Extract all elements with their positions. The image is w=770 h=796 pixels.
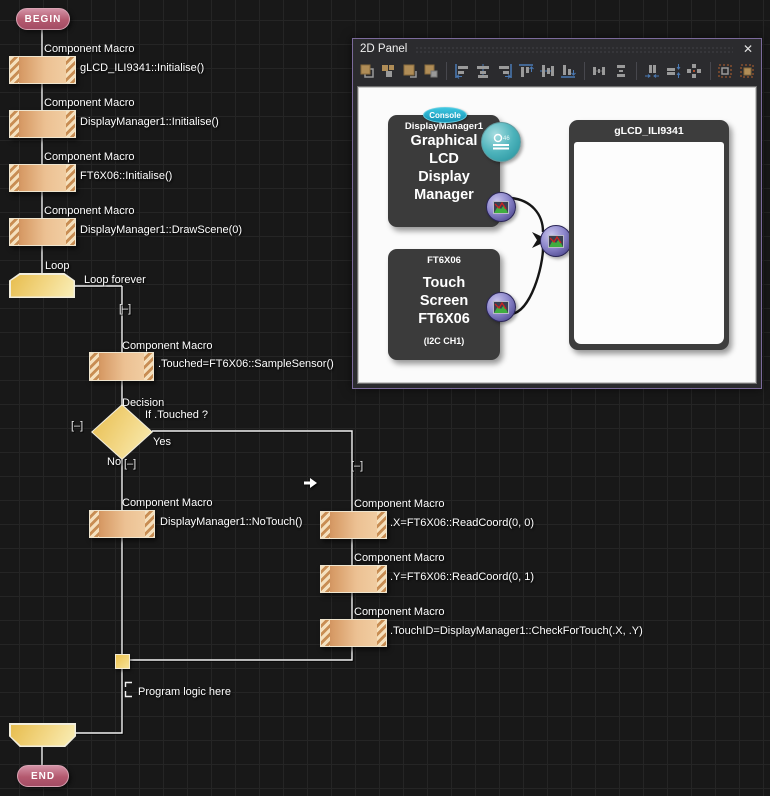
send-to-back-icon[interactable] <box>378 60 398 82</box>
decision-no-label: No <box>107 456 122 468</box>
toolbar-separator <box>709 61 711 80</box>
panel-canvas[interactable]: Console DisplayManager1 Graphical LCD Di… <box>358 87 756 383</box>
2d-panel-titlebar[interactable]: 2D Panel ✕ <box>353 39 761 57</box>
begin-label: BEGIN <box>24 13 62 25</box>
macro-call-text: DisplayManager1::NoTouch() <box>160 516 303 528</box>
align-left-icon[interactable] <box>452 60 472 82</box>
macro-readcoord-y[interactable] <box>320 565 387 593</box>
comment-text: Program logic here <box>138 686 231 698</box>
toolbar-separator <box>583 61 585 80</box>
comment-icon[interactable] <box>124 681 134 698</box>
panel-canvas-frame: Console DisplayManager1 Graphical LCD Di… <box>357 86 757 384</box>
align-top-icon[interactable] <box>516 60 536 82</box>
compress-vertical-icon[interactable] <box>663 60 683 82</box>
macro-readcoord-x[interactable] <box>320 511 387 539</box>
glcd-screen <box>574 142 724 344</box>
macro-call-text: DisplayManager1::DrawScene(0) <box>80 224 243 236</box>
bring-to-front-icon[interactable] <box>357 60 377 82</box>
macro-drawscene[interactable] <box>9 218 76 246</box>
macro-type-label: Component Macro <box>44 43 135 55</box>
selection-filled-icon[interactable] <box>737 60 757 82</box>
center-on-panel-icon[interactable] <box>684 60 704 82</box>
collapse-toggle-loop[interactable]: [–] <box>119 303 132 315</box>
compress-horizontal-icon[interactable] <box>642 60 662 82</box>
macro-type-label: Component Macro <box>354 552 445 564</box>
2d-panel-title: 2D Panel <box>360 42 408 55</box>
macro-displaymanager-initialise[interactable] <box>9 110 76 138</box>
console-badge[interactable]: Console <box>423 107 467 123</box>
macro-type-label: Component Macro <box>354 606 445 618</box>
component-title-line: LCD <box>429 151 459 167</box>
component-title-line: Graphical <box>410 133 478 149</box>
begin-terminal[interactable]: BEGIN <box>16 8 70 30</box>
macro-call-text: DisplayManager1::Initialise() <box>80 116 219 128</box>
loop-end-shape[interactable] <box>9 723 76 747</box>
collapse-toggle-decision[interactable]: [–] <box>71 420 84 432</box>
macro-type-label: Component Macro <box>44 97 135 109</box>
component-title-line: Manager <box>414 187 474 203</box>
align-bottom-icon[interactable] <box>558 60 578 82</box>
macro-type-label: Component Macro <box>122 340 213 352</box>
send-backward-icon[interactable] <box>421 60 441 82</box>
collapse-toggle-yes-branch[interactable]: [–] <box>351 460 364 472</box>
merge-connector[interactable] <box>115 654 130 669</box>
2d-panel-toolbar <box>353 57 761 84</box>
titlebar-grip-texture <box>415 46 733 53</box>
component-name: DisplayManager1 <box>404 121 484 132</box>
collapse-toggle-no-branch[interactable]: [–] <box>124 458 137 470</box>
component-title-line: Display <box>418 169 470 185</box>
decision-type-label: Decision <box>122 397 165 409</box>
svg-text:46: 46 <box>503 136 510 142</box>
macro-type-label: Component Macro <box>354 498 445 510</box>
component-glcd-display[interactable]: gLCD_ILI9341 <box>569 120 729 350</box>
loop-type-label: Loop <box>45 260 70 272</box>
macro-samplesensor[interactable] <box>89 352 154 381</box>
touch-output-port-icon[interactable] <box>486 292 516 322</box>
end-label: END <box>30 770 56 782</box>
macro-call-text: .X=FT6X06::ReadCoord(0, 0) <box>390 517 534 529</box>
macro-call-text: .Touched=FT6X06::SampleSensor() <box>158 358 334 370</box>
align-center-icon[interactable] <box>473 60 493 82</box>
end-terminal[interactable]: END <box>17 765 69 787</box>
component-title-line: Touch <box>422 275 466 291</box>
loop-text: Loop forever <box>84 274 146 286</box>
component-touch-screen[interactable]: FT6X06 Touch Screen FT6X06 (I2C CH1) <box>388 249 500 360</box>
component-subtitle: (I2C CH1) <box>423 336 465 346</box>
close-icon[interactable]: ✕ <box>742 41 753 56</box>
console-badge-label: Console <box>429 110 461 120</box>
glcd-title: gLCD_ILI9341 <box>614 125 684 137</box>
display-output-port-icon[interactable] <box>486 192 516 222</box>
bring-forward-icon[interactable] <box>400 60 420 82</box>
component-title-line: FT6X06 <box>418 311 470 327</box>
decision-condition-text: If .Touched ? <box>145 409 208 421</box>
insert-arrow-icon[interactable] <box>302 477 319 489</box>
distribute-horizontal-icon[interactable] <box>589 60 609 82</box>
macro-ft6x06-initialise[interactable] <box>9 164 76 192</box>
align-middle-icon[interactable] <box>537 60 557 82</box>
macro-call-text: .TouchID=DisplayManager1::CheckForTouch(… <box>390 625 643 637</box>
macro-call-text: FT6X06::Initialise() <box>80 170 173 182</box>
align-right-icon[interactable] <box>494 60 514 82</box>
loop-start-shape[interactable] <box>9 273 75 298</box>
selection-outline-icon[interactable] <box>715 60 735 82</box>
merged-display-port-icon[interactable] <box>540 225 572 257</box>
component-title-line: Screen <box>419 293 469 309</box>
console-connection-icon[interactable]: 46 <box>481 122 521 162</box>
toolbar-separator <box>635 61 637 80</box>
macro-type-label: Component Macro <box>122 497 213 509</box>
decision-yes-label: Yes <box>153 436 171 448</box>
component-display-manager[interactable]: Console DisplayManager1 Graphical LCD Di… <box>388 107 500 227</box>
component-name: FT6X06 <box>427 255 461 266</box>
macro-call-text: .Y=FT6X06::ReadCoord(0, 1) <box>390 571 534 583</box>
macro-call-text: gLCD_ILI9341::Initialise() <box>80 62 205 74</box>
distribute-vertical-icon[interactable] <box>611 60 631 82</box>
2d-panel-window: 2D Panel ✕ <box>352 38 762 389</box>
macro-checkfortouch[interactable] <box>320 619 387 647</box>
macro-glcd-initialise[interactable] <box>9 56 76 84</box>
macro-type-label: Component Macro <box>44 151 135 163</box>
macro-notouch[interactable] <box>89 510 155 538</box>
macro-type-label: Component Macro <box>44 205 135 217</box>
toolbar-separator <box>446 61 447 80</box>
